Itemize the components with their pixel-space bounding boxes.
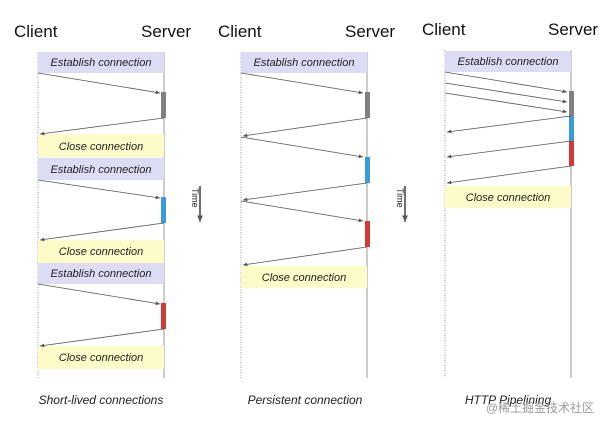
response-arrow: [39, 328, 165, 348]
server-processing-block: [365, 92, 370, 118]
server-label: Server: [141, 22, 191, 41]
server-processing-block: [365, 157, 370, 183]
establish-band-label: Establish connection: [254, 57, 355, 69]
server-processing-block: [161, 197, 166, 223]
close-band-label: Close connection: [59, 141, 143, 153]
server-processing-block: [569, 141, 574, 166]
establish-band: [445, 51, 571, 72]
close-band: [38, 240, 164, 263]
client-label: Client: [422, 20, 466, 39]
client-label: Client: [14, 22, 58, 41]
request-arrow: [444, 71, 568, 94]
server-processing-block: [161, 303, 166, 329]
close-band-label: Close connection: [59, 352, 143, 364]
close-band: [445, 186, 571, 208]
response-arrow: [242, 182, 368, 202]
response-arrow: [446, 115, 572, 134]
panel-short-lived: Client Server Establish connection Close…: [14, 22, 191, 407]
response-arrow: [446, 165, 572, 185]
establish-band: [38, 158, 164, 180]
response-arrow: [242, 246, 368, 267]
request-arrow: [37, 283, 161, 306]
close-band: [241, 266, 367, 288]
server-processing-block: [569, 116, 574, 141]
panel-caption: HTTP Pipelining: [465, 393, 552, 407]
response-arrow: [39, 117, 165, 136]
panel-persistent: Client Server Establish connection Close…: [218, 22, 395, 407]
panel-pipelining: Client Server Establish connection Close…: [422, 20, 598, 407]
establish-band: [38, 52, 164, 73]
close-band: [38, 134, 164, 157]
request-arrow: [240, 136, 364, 159]
close-band-label: Close connection: [59, 246, 143, 258]
time-axis: Time: [395, 186, 408, 222]
establish-band-label: Establish connection: [458, 56, 559, 68]
establish-band: [38, 263, 164, 284]
response-arrow: [242, 117, 368, 138]
request-arrow: [37, 72, 161, 95]
panel-caption: Short-lived connections: [39, 393, 164, 407]
request-arrow: [37, 179, 161, 200]
time-label: Time: [190, 188, 200, 208]
panel-caption: Persistent connection: [248, 393, 363, 407]
establish-band-label: Establish connection: [51, 164, 152, 176]
establish-band: [241, 52, 367, 73]
server-label: Server: [345, 22, 395, 41]
time-label: Time: [395, 188, 405, 208]
server-processing-block: [161, 92, 166, 118]
request-arrow: [240, 200, 364, 223]
request-arrow: [240, 72, 364, 95]
close-band: [38, 346, 164, 369]
client-label: Client: [218, 22, 262, 41]
establish-band-label: Establish connection: [51, 57, 152, 69]
server-label: Server: [548, 20, 598, 39]
time-axis: Time: [190, 186, 203, 222]
server-processing-block: [365, 221, 370, 247]
establish-band-label: Establish connection: [51, 268, 152, 280]
request-arrow: [444, 82, 568, 104]
close-band-label: Close connection: [262, 272, 346, 284]
response-arrow: [39, 222, 165, 242]
request-arrow: [444, 92, 568, 114]
watermark-text: @稀土掘金技术社区: [486, 400, 594, 415]
close-band-label: Close connection: [466, 192, 550, 204]
server-processing-block: [569, 91, 574, 116]
response-arrow: [446, 140, 572, 159]
